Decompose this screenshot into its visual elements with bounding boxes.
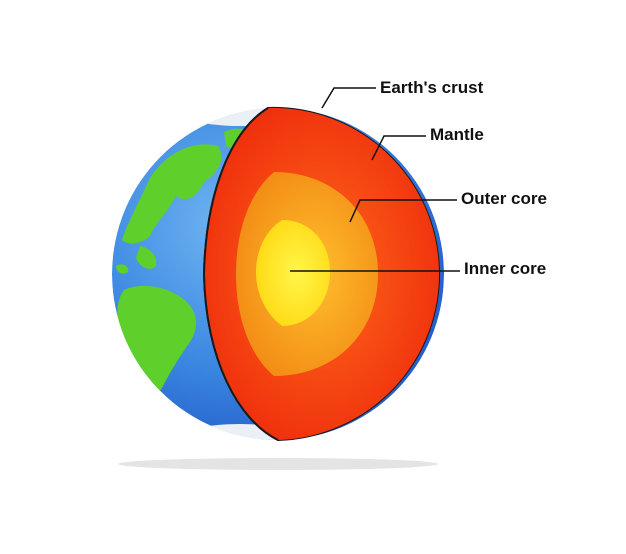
ground-shadow (118, 458, 438, 470)
land-island-a (154, 202, 168, 215)
land-south-america (117, 285, 197, 394)
leader-line-outer-core (349, 199, 457, 223)
land-island-b (116, 264, 129, 274)
leader-line-crust (321, 87, 376, 109)
label-outer-core: Outer core (461, 189, 547, 208)
cut-edge-outline (202, 107, 279, 441)
land-north-america (122, 144, 222, 244)
land-central-america (136, 246, 157, 269)
label-inner-core: Inner core (464, 259, 547, 278)
leader-line-mantle (371, 135, 426, 161)
label-earths-crust: Earth's crust (380, 78, 484, 97)
inner-core-layer (256, 220, 330, 326)
label-mantle: Mantle (430, 125, 484, 144)
